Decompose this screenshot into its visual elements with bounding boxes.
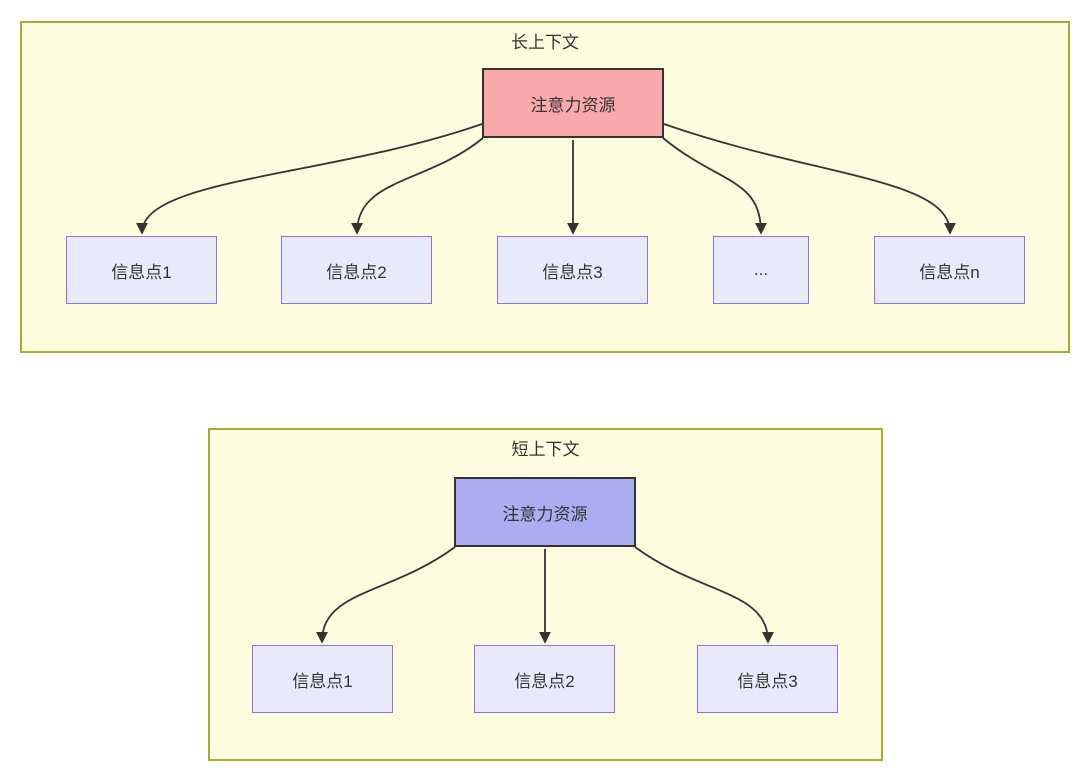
node-short-info-point-3-label: 信息点3 <box>737 671 798 691</box>
node-long-info-point-ellipsis-label: ... <box>753 260 769 279</box>
node-short-info-point-2: 信息点2 <box>474 645 615 713</box>
node-long-info-point-3: 信息点3 <box>497 236 648 304</box>
node-long-info-point-n-label: 信息点n <box>919 262 980 282</box>
node-attention-resource-long-label: 注意力资源 <box>530 95 616 115</box>
cluster-long-context-title: 长上下文 <box>511 33 579 52</box>
node-short-info-point-2-label: 信息点2 <box>514 671 575 691</box>
node-attention-resource-long: 注意力资源 <box>482 68 664 138</box>
cluster-short-context-title: 短上下文 <box>511 440 580 459</box>
node-long-info-point-1-label: 信息点1 <box>111 262 172 282</box>
node-long-info-point-3-label: 信息点3 <box>542 262 603 282</box>
node-attention-resource-short: 注意力资源 <box>454 477 636 547</box>
node-attention-resource-short-label: 注意力资源 <box>502 504 588 524</box>
node-short-info-point-1: 信息点1 <box>252 645 393 713</box>
node-long-info-point-1: 信息点1 <box>66 236 217 304</box>
node-long-info-point-2: 信息点2 <box>281 236 432 304</box>
node-short-info-point-1-label: 信息点1 <box>292 671 353 691</box>
node-short-info-point-3: 信息点3 <box>697 645 838 713</box>
node-long-info-point-ellipsis: ... <box>713 236 809 304</box>
node-long-info-point-2-label: 信息点2 <box>326 262 387 282</box>
node-long-info-point-n: 信息点n <box>874 236 1025 304</box>
